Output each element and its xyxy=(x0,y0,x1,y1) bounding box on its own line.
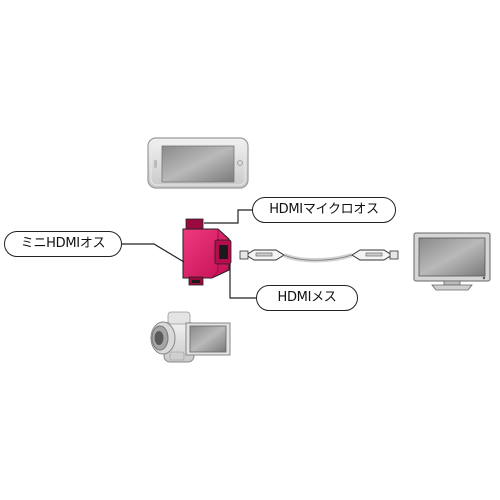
television-icon xyxy=(413,232,491,291)
label-hdmi-micro-male: HDMIマイクロオス xyxy=(252,197,396,223)
leader-mini xyxy=(122,243,185,263)
hdmi-adapter-icon xyxy=(182,218,232,286)
label-hdmi-female: HDMIメス xyxy=(256,285,358,311)
leader-female xyxy=(229,264,256,299)
label-mini-hdmi-male: ミニHDMIオス xyxy=(4,231,122,257)
hdmi-cable-icon xyxy=(239,249,399,263)
smartphone-icon xyxy=(147,137,249,189)
leader-micro xyxy=(204,209,252,224)
camcorder-icon xyxy=(150,311,231,363)
leader-lines xyxy=(122,209,256,299)
